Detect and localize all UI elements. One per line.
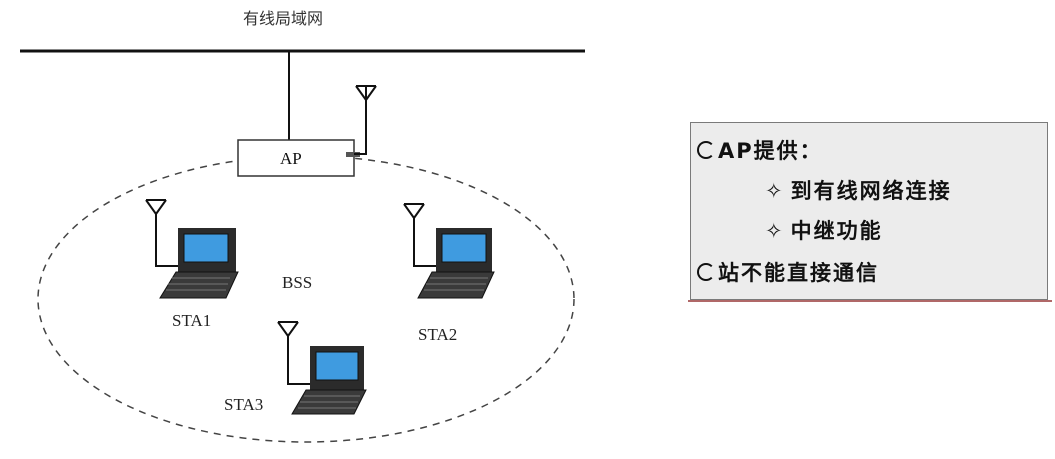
infobox-underline [688,300,1052,302]
sta1-label: STA1 [172,311,211,330]
sta1-laptop-icon [145,199,239,299]
no-direct-comm-text: 站不能直接通信 [718,261,879,285]
sta2-label: STA2 [418,325,457,344]
ap-features-box: AP提供： ✧到有线网络连接 ✧中继功能 站不能直接通信 [690,122,1048,300]
wired-lan-label: 有线局域网 [243,9,323,28]
access-point-label: AP [280,149,302,168]
bss-label: BSS [282,273,312,292]
ap-connector [346,152,360,157]
wired-connection-text: 到有线网络连接 [790,179,952,203]
star-outline-icon: ✧ [765,179,785,203]
infobox-line-ap-provides: AP提供： [697,135,823,165]
sta2-laptop-icon [403,203,495,299]
access-point-box [237,139,355,177]
star-outline-icon: ✧ [765,219,785,243]
bss-network-diagram: 有线局域网 AP STA1 [20,9,585,443]
infobox-line-no-direct: 站不能直接通信 [697,257,879,287]
relay-function-text: 中继功能 [790,219,883,243]
infobox-line-wired-connection: ✧到有线网络连接 [765,175,952,205]
bullet-icon [697,263,715,281]
bullet-icon [697,141,715,159]
sta3-label: STA3 [224,395,263,414]
ap-antenna-icon [354,85,377,155]
infobox-line-relay: ✧中继功能 [765,215,883,245]
ap-provides-text: AP提供： [718,139,823,163]
sta3-laptop-icon [277,321,367,415]
